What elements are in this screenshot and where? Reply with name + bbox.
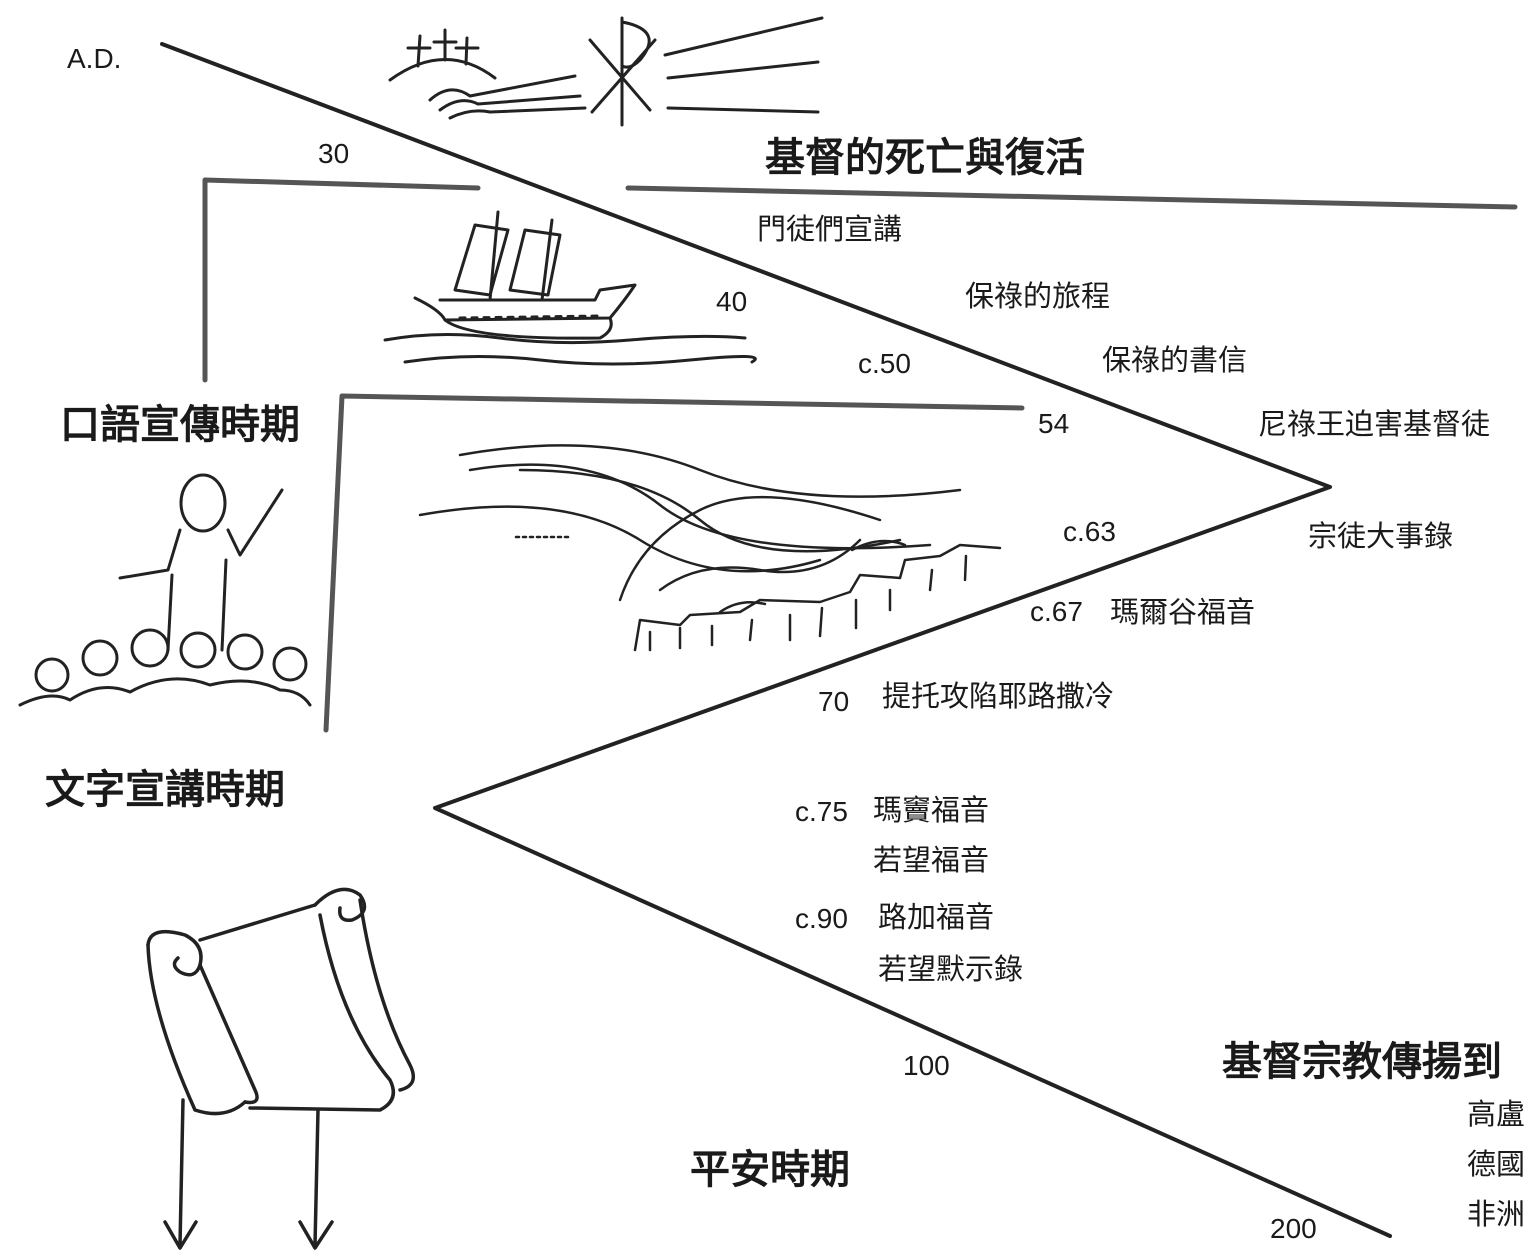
event-paul-journeys: 保祿的旅程 (965, 279, 1111, 313)
event-acts: 宗徒大事錄 (1308, 519, 1454, 553)
year-c63: c.63 (1063, 516, 1116, 547)
event-john-gospel: 若望福音 (873, 843, 990, 877)
year-c75: c.75 (795, 796, 848, 827)
event-apostles-preach: 門徒們宣講 (757, 212, 903, 246)
event-titus-jerusalem: 提托攻陷耶路撒冷 (882, 679, 1115, 713)
crosses-on-hill-icon (388, 28, 587, 120)
year-200: 200 (1270, 1213, 1317, 1244)
oral-period-bracket (202, 177, 481, 383)
event-revelation: 若望默示錄 (878, 952, 1024, 986)
year-40: 40 (716, 286, 748, 317)
region-germany: 德國 (1467, 1147, 1526, 1181)
year-100: 100 (903, 1050, 950, 1081)
era-marker: A.D. (67, 43, 122, 74)
heading-written-period: 文字宣講時期 (45, 767, 285, 813)
sailing-ship-icon (383, 210, 757, 366)
year-c50: c.50 (858, 348, 911, 379)
scroll-icon (146, 887, 416, 1250)
event-nero-persecution: 尼祿王迫害基督徒 (1258, 407, 1491, 441)
year-70: 70 (818, 686, 850, 717)
year-c90: c.90 (795, 903, 848, 934)
region-africa: 非洲 (1467, 1197, 1526, 1231)
event-luke: 路加福音 (878, 900, 995, 934)
written-period-bracket (323, 393, 1025, 733)
heading-oral-period: 口語宣傳時期 (60, 402, 300, 448)
burning-city-icon (418, 444, 1002, 652)
year-30: 30 (318, 138, 350, 169)
event-matthew: 瑪竇福音 (873, 793, 990, 827)
preacher-crowd-icon (18, 473, 312, 707)
year-c67: c.67 (1030, 596, 1083, 627)
timeline-zigzag (160, 42, 1392, 1238)
top-rule (625, 185, 1518, 210)
event-paul-letters: 保祿的書信 (1102, 343, 1248, 377)
heading-spread: 基督宗教傳揚到 (1222, 1039, 1502, 1085)
heading-death-resurrection: 基督的死亡與復活 (765, 135, 1085, 181)
chi-rho-icon (588, 16, 824, 127)
heading-peace-period: 平安時期 (690, 1147, 850, 1193)
event-mark: 瑪爾谷福音 (1110, 595, 1256, 629)
region-gaul: 高盧 (1467, 1097, 1526, 1131)
year-54: 54 (1038, 408, 1070, 439)
